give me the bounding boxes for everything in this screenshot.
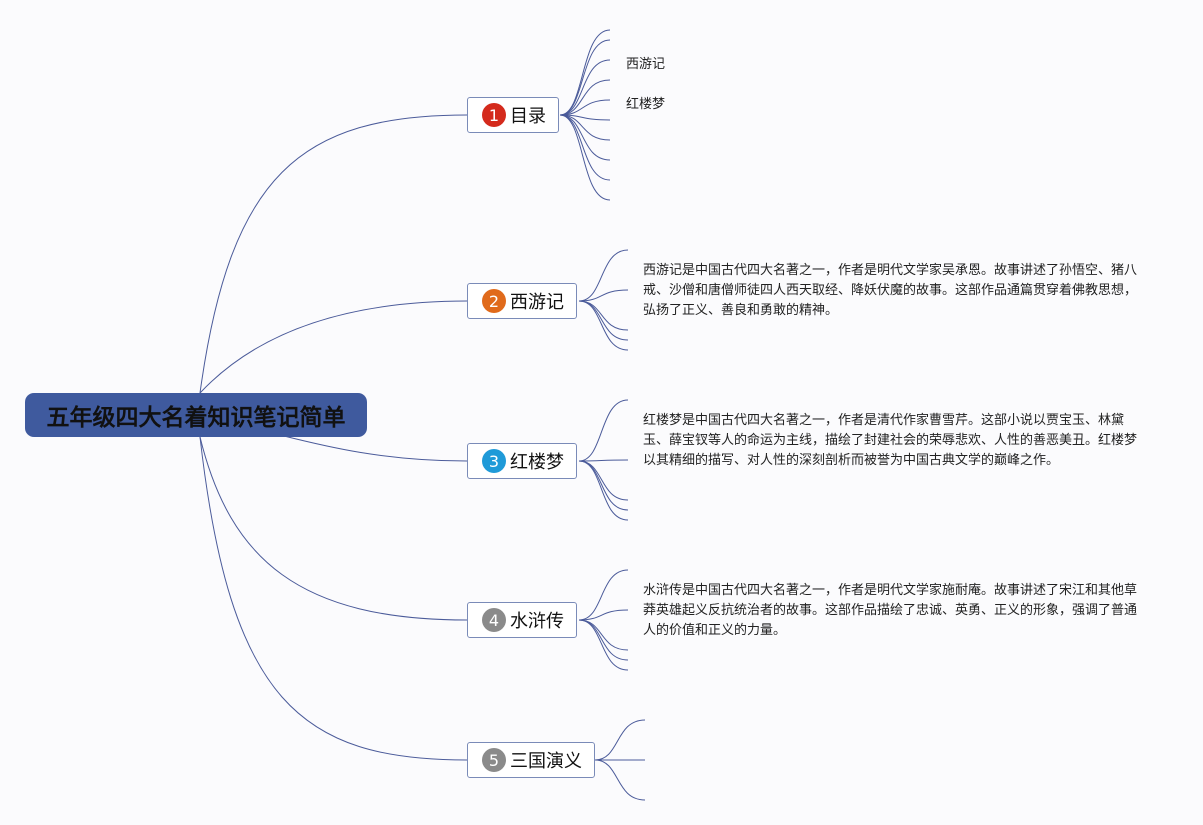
child-connector: [578, 300, 629, 351]
child-connector: [578, 609, 629, 621]
child-connector: [578, 289, 629, 302]
topic-label: 水浒传: [510, 611, 564, 632]
topic-label: 三国演义: [510, 751, 582, 772]
child-connector: [578, 569, 629, 621]
child-connector: [594, 719, 646, 761]
root-connector: [199, 436, 468, 621]
child-connector: [578, 460, 629, 511]
child-connector: [559, 114, 611, 181]
root-title: 五年级四大名着知识笔记简单: [46, 405, 346, 431]
number-3-icon: 3: [482, 449, 506, 473]
topic-label: 红楼梦: [510, 452, 564, 473]
topic-label: 西游记: [510, 292, 564, 313]
child-connector: [559, 59, 611, 116]
topic-shuihuzhuan[interactable]: 4 水浒传: [467, 602, 577, 638]
child-connector: [578, 300, 629, 341]
root-topic[interactable]: 五年级四大名着知识笔记简单: [25, 393, 367, 437]
child-connector: [559, 99, 611, 116]
topic-xiyouji[interactable]: 2 西游记: [467, 283, 577, 319]
number-5-icon: 5: [482, 748, 506, 772]
number-2-icon: 2: [482, 289, 506, 313]
child-connector: [578, 300, 629, 331]
topic-sanguoyanyi[interactable]: 5 三国演义: [467, 742, 595, 778]
child-connector: [578, 249, 629, 302]
hongloumeng-description[interactable]: 红楼梦是中国古代四大名著之一，作者是清代作家曹雪芹。这部小说以贾宝玉、林黛玉、薛…: [643, 413, 1138, 468]
topic-contents[interactable]: 1 目录: [467, 97, 559, 133]
child-connector: [578, 399, 629, 462]
root-connector: [199, 436, 468, 761]
child-connector: [578, 460, 629, 521]
child-connector: [578, 619, 629, 671]
number-4-icon: 4: [482, 608, 506, 632]
subtopic-hongloumeng[interactable]: 红楼梦: [626, 97, 666, 112]
child-connector: [594, 759, 646, 801]
child-connector: [559, 79, 611, 116]
child-connector: [578, 619, 629, 661]
root-connector: [199, 114, 468, 394]
child-connector: [559, 29, 611, 116]
child-connector: [578, 459, 629, 462]
child-connector: [559, 114, 611, 201]
child-connector: [559, 39, 611, 116]
topic-label: 目录: [510, 106, 546, 127]
topic-hongloumeng[interactable]: 3 红楼梦: [467, 443, 577, 479]
xiyouji-description[interactable]: 西游记是中国古代四大名著之一，作者是明代文学家吴承恩。故事讲述了孙悟空、猪八戒、…: [643, 263, 1138, 318]
shuihuzhuan-description[interactable]: 水浒传是中国古代四大名著之一，作者是明代文学家施耐庵。故事讲述了宋江和其他草莽英…: [643, 583, 1138, 638]
subtopic-xiyouji[interactable]: 西游记: [626, 57, 666, 72]
number-1-icon: 1: [482, 103, 506, 127]
root-connector: [199, 300, 468, 394]
child-connector: [578, 619, 629, 651]
